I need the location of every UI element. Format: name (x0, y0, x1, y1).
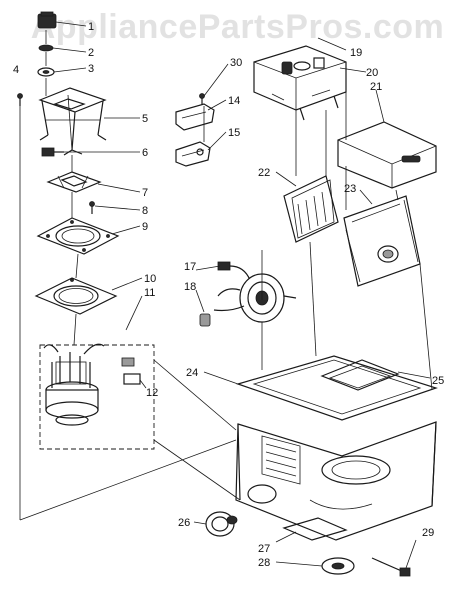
callout-4: 4 (13, 64, 19, 76)
assembly-guide-lines (19, 92, 433, 521)
motor (43, 343, 105, 426)
part-27-base-plate (282, 517, 348, 541)
callout-14: 14 (228, 95, 240, 107)
part-15-latch-lower (175, 141, 211, 167)
callout-15: 15 (228, 127, 240, 139)
part-1-cap (37, 11, 57, 29)
part-9-gasket-plate (36, 217, 120, 255)
watermark-text: AppliancePartsPros.com (30, 8, 445, 46)
part-28-caster (321, 557, 355, 575)
callout-3: 3 (88, 63, 94, 75)
part-18-strain-relief (199, 313, 211, 327)
callout-6: 6 (142, 147, 148, 159)
part-8-screw (89, 201, 95, 214)
cord-reel (213, 273, 297, 323)
canister-body (235, 421, 437, 541)
leader-lines (52, 21, 431, 569)
part-29-clip (371, 557, 411, 577)
part-5-motor-bracket (38, 87, 107, 156)
callout-12: 12 (146, 387, 158, 399)
callout-19: 19 (350, 47, 362, 59)
part-12-brushes (121, 357, 141, 385)
part-17-power-cord (217, 261, 251, 281)
part-4-screw (17, 93, 23, 106)
part-3-washer (37, 67, 55, 77)
callout-17: 17 (184, 261, 196, 273)
callout-20: 20 (366, 67, 378, 79)
part-10-motor-gasket (34, 277, 118, 315)
callout-8: 8 (142, 205, 148, 217)
part-14-latch (175, 103, 215, 131)
part-26-wheel (205, 511, 238, 537)
part-23-dust-bag (343, 195, 421, 287)
callout-7: 7 (142, 187, 148, 199)
callout-2: 2 (88, 47, 94, 59)
callout-11: 11 (144, 287, 155, 299)
callout-18: 18 (184, 281, 196, 293)
part-7-fan-plate (46, 171, 102, 193)
part-19-top-cover (253, 45, 347, 111)
callout-30: 30 (230, 57, 242, 69)
callout-28: 28 (258, 557, 270, 569)
part-25-seal (320, 359, 400, 391)
callout-1: 1 (88, 21, 94, 33)
callout-22: 22 (258, 167, 270, 179)
callout-labels: 1 2 3 4 5 6 7 8 9 10 11 12 14 15 17 18 1… (13, 21, 444, 569)
callout-10: 10 (144, 273, 156, 285)
part-21-top-lid (337, 121, 437, 189)
part-24-body-rim (236, 355, 438, 421)
callout-5: 5 (142, 113, 148, 125)
callout-25: 25 (432, 375, 444, 387)
guide-lines-left (19, 30, 79, 346)
callout-9: 9 (142, 221, 148, 233)
callout-24: 24 (186, 367, 198, 379)
part-20-cover-hinge (299, 95, 339, 121)
part-6-switch (41, 147, 64, 157)
part-22-filter-grille (283, 175, 339, 243)
callout-27: 27 (258, 543, 270, 555)
callout-21: 21 (370, 81, 382, 93)
callout-29: 29 (422, 527, 434, 539)
callout-26: 26 (178, 517, 190, 529)
callout-23: 23 (344, 183, 356, 195)
part-2-spring (38, 44, 54, 52)
